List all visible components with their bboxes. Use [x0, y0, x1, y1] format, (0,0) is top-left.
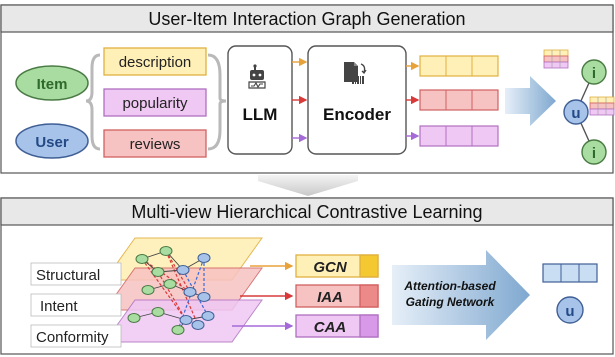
gcn-label: GCN — [313, 259, 348, 276]
structural-label-box — [30, 262, 122, 286]
feature-bracket — [207, 53, 227, 151]
popularity-box — [103, 88, 207, 117]
user-feature-stack — [589, 96, 615, 116]
description-box — [103, 47, 207, 76]
popularity-label: popularity — [122, 95, 188, 112]
gcn-module: GCN — [295, 254, 379, 278]
bottom-panel-header — [0, 197, 614, 226]
llm-box — [227, 45, 293, 155]
graph-item-node-bottom — [581, 139, 607, 165]
embedding-purple — [419, 125, 499, 147]
layer-nodes — [127, 246, 215, 335]
top-panel-header — [0, 4, 614, 33]
description-label: description — [119, 54, 192, 71]
embedding-yellow — [419, 55, 499, 77]
final-user-label: u — [565, 303, 574, 320]
encoder-box — [307, 45, 407, 155]
llm-label: LLM — [243, 105, 278, 124]
user-node — [15, 123, 89, 159]
final-user-node — [556, 296, 584, 324]
intent-label-box — [30, 293, 122, 317]
caa-module: CAA — [295, 314, 379, 338]
item-label: Item — [37, 76, 68, 93]
conformity-label-box — [30, 324, 122, 348]
top-panel: User-Item Interaction Graph Generation I… — [0, 4, 615, 174]
gating-label-line2: Gating Network — [406, 295, 496, 309]
encoder-icon — [344, 62, 367, 84]
structural-label: Structural — [36, 267, 100, 284]
gating-arrow — [392, 250, 530, 340]
bottom-panel: Multi-view Hierarchical Contrastive Lear… — [0, 197, 614, 355]
iaa-module: IAA — [295, 284, 379, 308]
reviews-label: reviews — [130, 136, 181, 153]
gating-label-line1: Attention-based — [403, 279, 496, 293]
interaction-graph: i u i — [543, 49, 615, 165]
graph-item-label-top: i — [592, 65, 596, 82]
item-feature-stack-top — [543, 49, 569, 69]
top-flow-arrow — [505, 76, 556, 126]
item-node — [15, 65, 89, 101]
final-embedding — [542, 263, 598, 283]
feature-brace — [85, 53, 101, 151]
bottom-panel-title: Multi-view Hierarchical Contrastive Lear… — [131, 202, 482, 222]
top-panel-title: User-Item Interaction Graph Generation — [148, 9, 465, 29]
graph-user-node — [563, 99, 589, 125]
encoder-label: Encoder — [323, 105, 391, 124]
intent-label: Intent — [40, 298, 78, 315]
graph-item-node-top — [581, 59, 607, 85]
iaa-label: IAA — [317, 289, 343, 306]
graph-user-label: u — [571, 105, 580, 122]
user-label: User — [35, 134, 69, 151]
reviews-box — [103, 129, 207, 158]
graph-item-label-bottom: i — [592, 145, 596, 162]
conformity-label: Conformity — [36, 329, 109, 346]
panel-transition-arrow — [258, 175, 358, 196]
robot-icon — [248, 64, 266, 89]
caa-label: CAA — [314, 319, 347, 336]
embedding-red — [419, 89, 499, 111]
